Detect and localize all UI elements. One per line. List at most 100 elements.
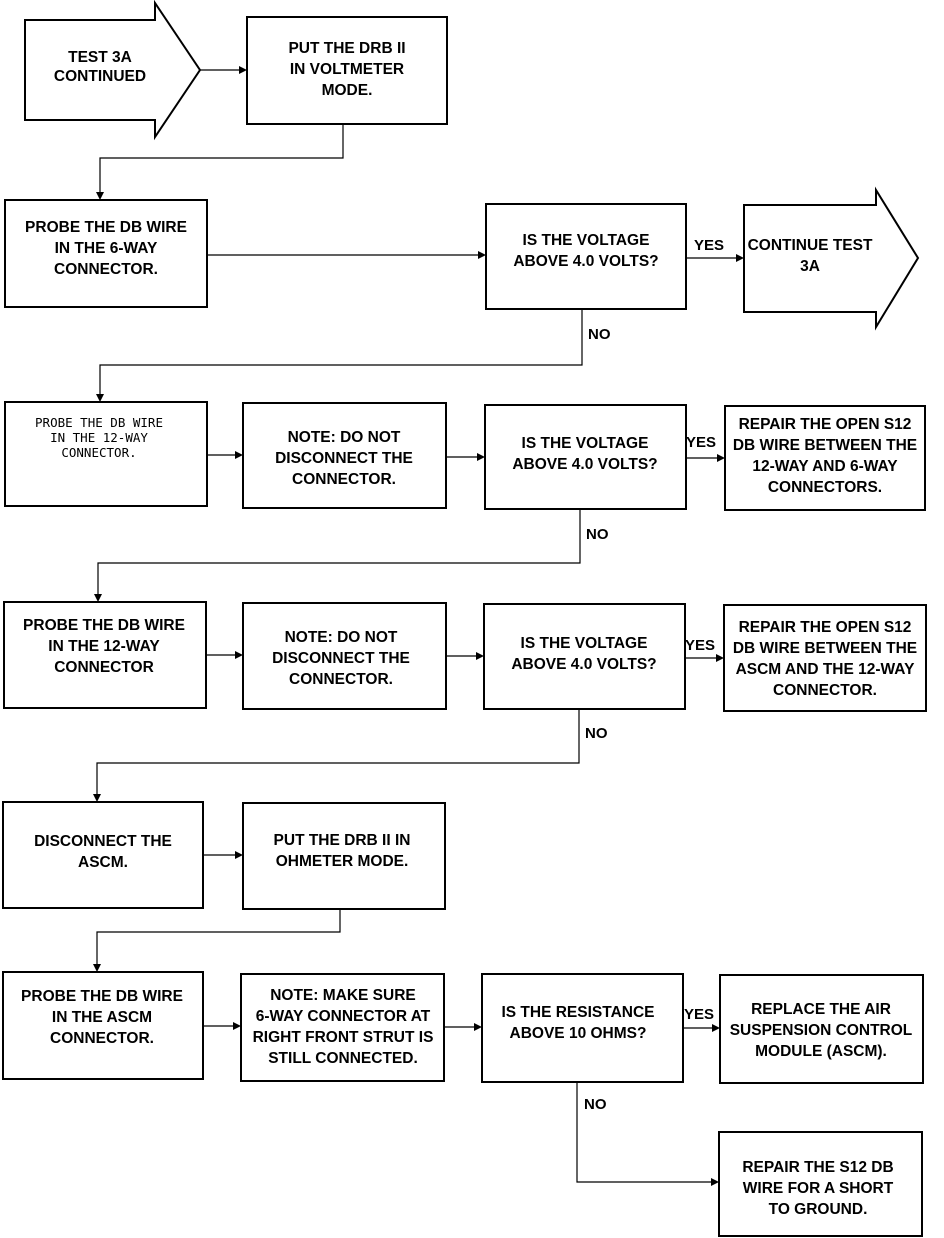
step-text: CONNECTOR bbox=[54, 659, 154, 676]
decision-q3: IS THE VOLTAGE ABOVE 4.0 VOLTS? bbox=[483, 603, 686, 710]
connector bbox=[200, 66, 247, 74]
connector-yes bbox=[686, 454, 725, 462]
step-text: CONNECTOR. bbox=[289, 671, 393, 688]
step-text: PUT THE DRB II bbox=[288, 40, 405, 57]
outcome-text: DB WIRE BETWEEN THE bbox=[733, 437, 917, 454]
outcome-repair-short: REPAIR THE S12 DB WIRE FOR A SHORT TO GR… bbox=[718, 1131, 923, 1237]
yes-label: YES bbox=[686, 434, 716, 451]
step-note-3: NOTE: MAKE SURE 6-WAY CONNECTOR AT RIGHT… bbox=[240, 973, 445, 1082]
start-line-2: CONTINUED bbox=[54, 68, 146, 85]
step-note-1: NOTE: DO NOT DISCONNECT THE CONNECTOR. bbox=[242, 402, 447, 509]
step-text: DISCONNECT THE bbox=[272, 650, 410, 667]
no-label: NO bbox=[588, 326, 611, 343]
step-disconnect-ascm: DISCONNECT THE ASCM. bbox=[2, 801, 204, 909]
connector-yes bbox=[685, 654, 724, 662]
step-text: DISCONNECT THE bbox=[275, 450, 413, 467]
connector bbox=[446, 652, 484, 660]
connector bbox=[207, 251, 486, 259]
outcome-text: CONTINUE TEST bbox=[748, 237, 873, 254]
outcome-text: ASCM AND THE 12-WAY bbox=[736, 661, 916, 678]
no-label: NO bbox=[585, 725, 608, 742]
outcome-repair-ascm-12way: REPAIR THE OPEN S12 DB WIRE BETWEEN THE … bbox=[723, 604, 927, 712]
decision-text: IS THE VOLTAGE bbox=[521, 635, 648, 652]
connector bbox=[444, 1023, 482, 1031]
outcome-text: WIRE FOR A SHORT bbox=[743, 1180, 894, 1197]
connector-no bbox=[96, 309, 583, 402]
decision-text: ABOVE 4.0 VOLTS? bbox=[512, 456, 657, 473]
step-text: RIGHT FRONT STRUT IS bbox=[253, 1029, 434, 1046]
connector bbox=[206, 651, 243, 659]
decision-text: IS THE VOLTAGE bbox=[522, 435, 649, 452]
decision-q4: IS THE RESISTANCE ABOVE 10 OHMS? bbox=[481, 973, 684, 1083]
outcome-continue-test-arrow: CONTINUE TEST 3A bbox=[743, 186, 920, 331]
start-arrow: TEST 3A CONTINUED bbox=[24, 0, 202, 141]
step-text: DISCONNECT THE bbox=[34, 833, 172, 850]
step-text: PROBE THE DB WIRE bbox=[25, 219, 187, 236]
step-text: PROBE THE DB WIRE bbox=[23, 617, 185, 634]
step-text: IN THE ASCM bbox=[52, 1009, 152, 1026]
decision-q2: IS THE VOLTAGE ABOVE 4.0 VOLTS? bbox=[484, 404, 687, 510]
step-text: STILL CONNECTED. bbox=[268, 1050, 418, 1067]
step-probe-12way-a: PROBE THE DB WIRE IN THE 12-WAY CONNECTO… bbox=[4, 401, 208, 507]
no-label: NO bbox=[586, 526, 609, 543]
connector bbox=[203, 1022, 241, 1030]
decision-text: ABOVE 4.0 VOLTS? bbox=[511, 656, 656, 673]
decision-text: ABOVE 4.0 VOLTS? bbox=[513, 253, 658, 270]
step-text: CONNECTOR. bbox=[292, 471, 396, 488]
step-probe-12way-b: PROBE THE DB WIRE IN THE 12-WAY CONNECTO… bbox=[3, 601, 207, 709]
step-text: OHMETER MODE. bbox=[276, 853, 409, 870]
outcome-text: 12-WAY AND 6-WAY bbox=[752, 458, 898, 475]
step-text: PROBE THE DB WIRE bbox=[35, 415, 163, 430]
step-text: CONNECTOR. bbox=[61, 445, 136, 460]
step-text: PUT THE DRB II IN bbox=[274, 832, 411, 849]
outcome-text: CONNECTOR. bbox=[773, 682, 877, 699]
step-text: NOTE: DO NOT bbox=[285, 629, 398, 646]
yes-label: YES bbox=[685, 637, 715, 654]
outcome-text: TO GROUND. bbox=[769, 1201, 868, 1218]
start-line-1: TEST 3A bbox=[68, 49, 132, 66]
step-text: ASCM. bbox=[78, 854, 128, 871]
step-text: NOTE: DO NOT bbox=[288, 429, 401, 446]
step-text: IN THE 6-WAY bbox=[55, 240, 158, 257]
step-text: PROBE THE DB WIRE bbox=[21, 988, 183, 1005]
yes-label: YES bbox=[684, 1006, 714, 1023]
step-text: MODE. bbox=[322, 82, 373, 99]
outcome-text: REPAIR THE OPEN S12 bbox=[739, 416, 912, 433]
decision-text: ABOVE 10 OHMS? bbox=[510, 1025, 647, 1042]
connector-yes bbox=[686, 254, 744, 262]
connector-yes bbox=[683, 1024, 720, 1032]
step-probe-6way: PROBE THE DB WIRE IN THE 6-WAY CONNECTOR… bbox=[4, 199, 208, 308]
step-note-2: NOTE: DO NOT DISCONNECT THE CONNECTOR. bbox=[242, 602, 447, 710]
connector-no bbox=[576, 1082, 719, 1186]
step-text: 6-WAY CONNECTOR AT bbox=[256, 1008, 431, 1025]
outcome-text: REPAIR THE S12 DB bbox=[742, 1159, 893, 1176]
outcome-text: 3A bbox=[800, 258, 820, 275]
connector bbox=[96, 124, 344, 200]
outcome-repair-12way-6way: REPAIR THE OPEN S12 DB WIRE BETWEEN THE … bbox=[724, 405, 926, 511]
decision-q1: IS THE VOLTAGE ABOVE 4.0 VOLTS? bbox=[485, 203, 687, 310]
step-text: IN VOLTMETER bbox=[290, 61, 404, 78]
outcome-text: DB WIRE BETWEEN THE bbox=[733, 640, 917, 657]
outcome-replace-ascm: REPLACE THE AIR SUSPENSION CONTROL MODUL… bbox=[719, 974, 924, 1084]
step-text: NOTE: MAKE SURE bbox=[270, 987, 416, 1004]
step-text: IN THE 12-WAY bbox=[50, 430, 148, 445]
decision-text: IS THE VOLTAGE bbox=[523, 232, 650, 249]
outcome-text: MODULE (ASCM). bbox=[755, 1043, 887, 1060]
outcome-text: REPAIR THE OPEN S12 bbox=[739, 619, 912, 636]
connector bbox=[203, 851, 243, 859]
step-voltmeter-mode: PUT THE DRB II IN VOLTMETER MODE. bbox=[246, 16, 448, 125]
connector-no bbox=[94, 509, 581, 602]
decision-text: IS THE RESISTANCE bbox=[501, 1004, 654, 1021]
outcome-text: CONNECTORS. bbox=[768, 479, 882, 496]
step-text: CONNECTOR. bbox=[54, 261, 158, 278]
yes-label: YES bbox=[694, 237, 724, 254]
step-text: IN THE 12-WAY bbox=[48, 638, 160, 655]
connector-no bbox=[93, 709, 580, 802]
outcome-text: SUSPENSION CONTROL bbox=[730, 1022, 913, 1039]
step-probe-ascm: PROBE THE DB WIRE IN THE ASCM CONNECTOR. bbox=[2, 971, 204, 1080]
no-label: NO bbox=[584, 1096, 607, 1113]
step-text: CONNECTOR. bbox=[50, 1030, 154, 1047]
connector bbox=[207, 451, 243, 459]
connector bbox=[446, 453, 485, 461]
